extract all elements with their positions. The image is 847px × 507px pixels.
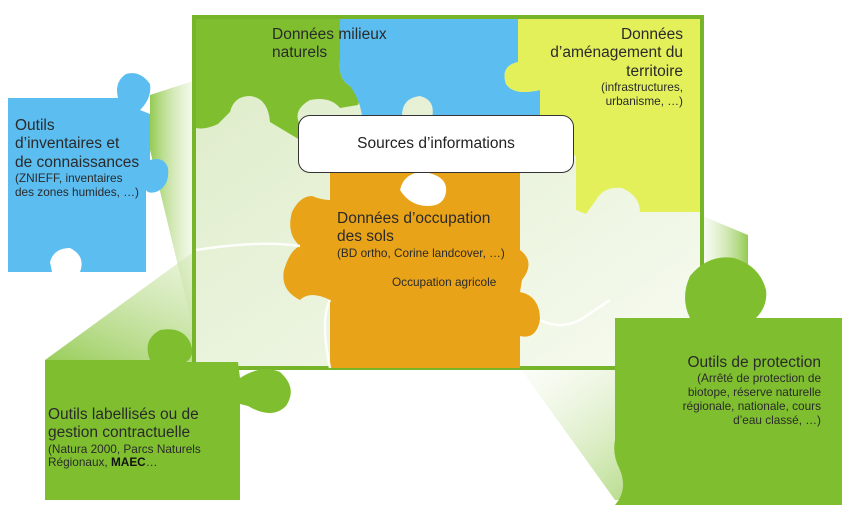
piece-amenagement (504, 19, 700, 214)
occupation-agricole-label: Occupation agricole (392, 275, 497, 289)
piece-blue (339, 19, 548, 118)
protection-sub2: biotope, réserve naturelle (687, 385, 821, 400)
milieux-label: Données milieux naturels (272, 26, 387, 63)
piece-milieux-naturels (196, 19, 359, 140)
inventaires-line2: d’inventaires et (15, 135, 120, 153)
inventaires-sub2: des zones humides, …) (15, 184, 139, 199)
labellises-sub2-post: … (145, 455, 158, 470)
labellises-sub1: (Natura 2000, Parcs Naturels (48, 441, 201, 456)
milieux-line1: Données milieux (272, 26, 387, 43)
blank-piece-outline (195, 242, 611, 369)
labellises-maec: MAEC (110, 455, 146, 470)
amenagement-line3: territoire (626, 62, 683, 80)
center-sources-box: Sources d’informations (298, 115, 574, 173)
amenagement-line2: d’aménagement du (550, 44, 683, 62)
labellises-sub2-pre: Régionaux, (48, 455, 111, 470)
inventaires-label: Outils d’inventaires et de connaissances… (15, 117, 139, 200)
labellises-sub2: Régionaux, MAEC… (48, 456, 201, 470)
piece-occupation (283, 172, 540, 368)
center-sources-label: Sources d’informations (357, 135, 515, 152)
occupation-sub: (BD ortho, Corine landcover, …) (337, 245, 505, 260)
occupation-line1: Données d’occupation (337, 210, 491, 227)
piece-inventaires (8, 73, 169, 272)
occupation-line2: des sols (337, 228, 394, 246)
protection-sub1: (Arrêté de protection de (697, 371, 821, 386)
piece-protection (614, 257, 842, 505)
inventaires-line3: de connaissances (15, 153, 140, 171)
piece-labellises (45, 329, 291, 500)
milieux-line2: naturels (272, 44, 328, 62)
labellises-line1: Outils labellisés ou de (48, 406, 199, 423)
protection-sub3: régionale, nationale, cours (682, 399, 821, 414)
inventaires-line1: Outils (15, 117, 55, 134)
inventaires-sub1: (ZNIEFF, inventaires (15, 170, 123, 185)
amenagement-line1: Données (620, 26, 683, 43)
protection-label: Outils de protection (Arrêté de protecti… (683, 354, 821, 428)
amenagement-sub2: urbanisme, …) (605, 93, 683, 108)
piece-occupation-hole (400, 172, 447, 206)
amenagement-label: Données d’aménagement du territoire (inf… (550, 26, 683, 109)
labellises-line2: gestion contractuelle (48, 424, 191, 442)
occupation-label: Données d’occupation des sols (BD ortho,… (337, 210, 505, 260)
amenagement-sub1: (infrastructures, (601, 79, 683, 94)
labellises-label: Outils labellisés ou de gestion contract… (48, 406, 201, 470)
protection-sub4: d’eau classé, …) (733, 413, 821, 427)
protection-line1: Outils de protection (687, 354, 821, 371)
